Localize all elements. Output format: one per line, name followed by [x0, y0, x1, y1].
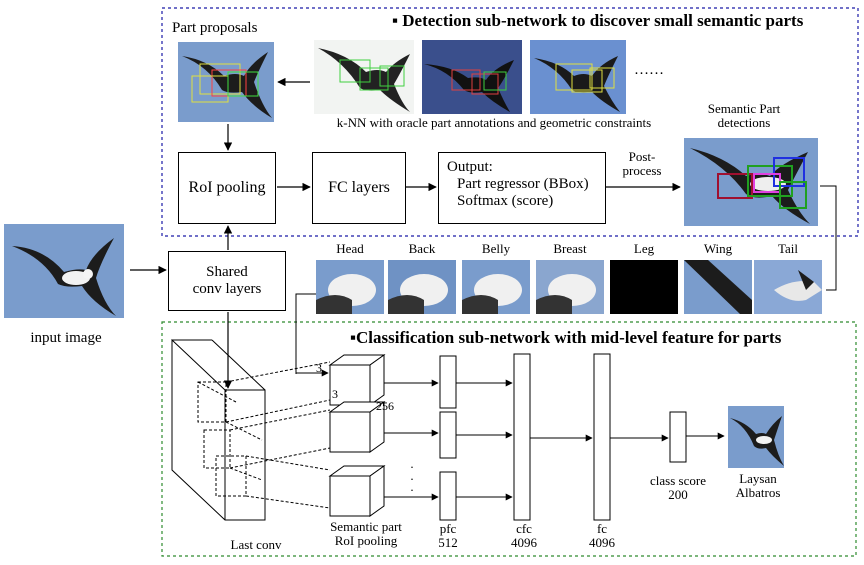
cfc-bar [513, 353, 531, 521]
part-label-belly: Belly [481, 241, 511, 256]
knn-caption: k-NN with oracle part annotations and ge… [336, 115, 652, 130]
output-regressor: Part regressor (BBox) [457, 176, 589, 192]
part-label-wing: Wing [703, 241, 733, 256]
part-label-back: Back [408, 241, 436, 256]
fc-layers-box: FC layers [312, 152, 406, 224]
kernel-size-b: 3 [332, 387, 338, 401]
class-score-bar [669, 411, 687, 463]
part-proposals-image [178, 42, 274, 122]
result-label: Laysan Albatros [735, 471, 781, 501]
part-label-head: Head [336, 241, 364, 256]
part-crop-breast [536, 260, 604, 314]
classification-frame [161, 321, 857, 557]
pfc-label: pfc 512 [438, 521, 458, 551]
result-image [728, 406, 784, 468]
pooled-cubes [328, 354, 386, 517]
detection-frame [161, 7, 859, 237]
fc-bar [593, 353, 611, 521]
semantic-roi-pooling-label: Semantic part RoI pooling [330, 519, 402, 549]
classification-title: ▪Classification sub-network with mid-lev… [350, 328, 782, 347]
part-label-leg: Leg [633, 241, 655, 256]
last-conv-label: Last conv [230, 537, 282, 552]
cfc-label: cfc 4096 [511, 521, 537, 551]
pfc-bars [439, 355, 457, 521]
output-softmax: Softmax (score) [457, 193, 554, 209]
input-image-caption: input image [30, 330, 102, 346]
shared-conv-box: Shared conv layers [168, 251, 286, 311]
part-crop-head [316, 260, 384, 314]
part-crop-leg [610, 260, 678, 314]
more-examples-ellipsis: …… [634, 62, 664, 78]
knn-example-1 [314, 40, 414, 114]
output-title: Output: [447, 159, 493, 175]
kernel-size-a: 3 [316, 361, 322, 375]
part-crop-wing [684, 260, 752, 314]
part-proposals-label: Part proposals [172, 20, 258, 36]
more-parts-dots: . . . [410, 456, 414, 495]
last-conv-block [171, 338, 331, 521]
knn-example-3 [530, 40, 626, 114]
knn-example-2 [422, 40, 522, 114]
roi-pooling-box: RoI pooling [178, 152, 276, 224]
part-crop-tail [754, 260, 822, 314]
detection-title: ▪ Detection sub-network to discover smal… [392, 11, 804, 30]
part-label-tail: Tail [777, 241, 799, 256]
part-crop-back [388, 260, 456, 314]
input-image [4, 224, 124, 318]
channel-count: 256 [376, 399, 394, 413]
class-score-label: class score 200 [650, 473, 706, 503]
semantic-detections-image [684, 138, 818, 226]
fc-label: fc 4096 [589, 521, 615, 551]
part-crop-belly [462, 260, 530, 314]
output-box: Output: Part regressor (BBox) Softmax (s… [438, 152, 606, 224]
post-process-label: Post- process [622, 149, 662, 179]
part-label-breast: Breast [553, 241, 587, 256]
semantic-detections-label: Semantic Part detections [707, 101, 781, 131]
